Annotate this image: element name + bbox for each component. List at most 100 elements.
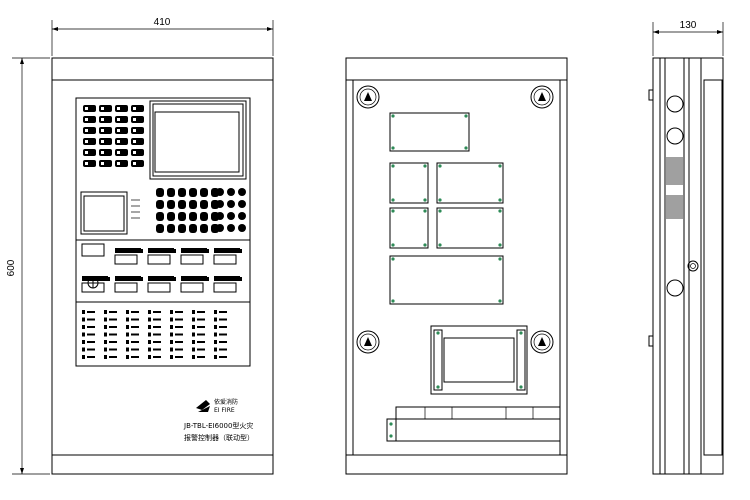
- function-key: [238, 188, 246, 196]
- zone-led: [82, 317, 85, 322]
- ground-screw-icon: [391, 299, 395, 303]
- indicator-button: [83, 127, 96, 134]
- indicator-button: [115, 127, 128, 134]
- indicator-button: [115, 138, 128, 145]
- function-key: [227, 224, 235, 232]
- ground-screw-icon: [423, 209, 427, 213]
- zone-led: [192, 325, 195, 329]
- ground-screw-icon: [423, 243, 427, 247]
- zone-led: [214, 325, 217, 329]
- indicator-button: [99, 116, 112, 123]
- zone-led: [82, 347, 85, 352]
- manual-control-section: [81, 248, 242, 293]
- zone-led: [148, 347, 151, 352]
- zone-led: [148, 332, 151, 337]
- ground-screw-icon: [438, 243, 442, 247]
- keypad-key: [178, 224, 186, 233]
- zone-led: [170, 317, 173, 322]
- indicator-button: [131, 149, 144, 156]
- ground-screw-icon: [498, 164, 502, 168]
- zone-led: [214, 347, 217, 352]
- keypad-key: [189, 212, 197, 221]
- side-depth-dimension: 130: [652, 20, 724, 56]
- section-label-box: [81, 243, 105, 257]
- indicator-button: [99, 127, 112, 134]
- manual-control-button: [180, 254, 204, 265]
- indicator-button: [83, 138, 96, 145]
- manual-control-button: [213, 282, 237, 293]
- indicator-button: [83, 160, 96, 167]
- ground-screw-icon: [498, 198, 502, 202]
- keypad-key: [167, 200, 175, 209]
- manual-control-button: [213, 254, 237, 265]
- zone-led: [170, 332, 173, 337]
- model-line-2: 报警控制器（联动型）: [184, 433, 254, 442]
- zone-led: [82, 340, 85, 344]
- rear-enclosure: [345, 57, 568, 475]
- ground-screw-icon: [498, 209, 502, 213]
- ground-screw-icon: [391, 164, 395, 168]
- ground-screw-icon: [464, 114, 468, 118]
- keypad-key: [178, 200, 186, 209]
- indicator-button: [115, 160, 128, 167]
- terminal-strip: [395, 418, 561, 442]
- function-key: [216, 212, 224, 220]
- function-key: [227, 200, 235, 208]
- keypad-key: [200, 188, 208, 197]
- function-key: [216, 200, 224, 208]
- model-line-1: JB-TBL-EI6000型火灾: [183, 421, 253, 430]
- zone-led: [214, 332, 217, 337]
- ground-screw-icon: [391, 209, 395, 213]
- zone-led: [214, 317, 217, 322]
- rear-plate-top: [389, 112, 470, 152]
- ground-screw-icon: [438, 198, 442, 202]
- indicator-button: [83, 105, 96, 112]
- keypad-key: [189, 200, 197, 209]
- zone-led: [170, 347, 173, 352]
- depth-dimension-label: 130: [680, 20, 697, 31]
- keypad-key: [167, 212, 175, 221]
- manual-control-button: [114, 254, 138, 265]
- zone-led: [126, 347, 129, 352]
- keypad: [156, 188, 246, 233]
- manual-control-button: [114, 282, 138, 293]
- function-key: [227, 212, 235, 220]
- lcd-screen-bezel: [149, 100, 247, 180]
- zone-led: [104, 355, 107, 359]
- zone-led: [82, 355, 85, 359]
- cable-knockout: [666, 95, 684, 113]
- ground-screw-icon: [389, 434, 393, 438]
- power-supply-module: [430, 325, 528, 395]
- rear-plate-left-2: [389, 207, 429, 249]
- manual-control-button: [147, 254, 171, 265]
- ground-screw-icon: [498, 243, 502, 247]
- zone-led: [170, 355, 173, 359]
- keypad-key: [156, 188, 164, 197]
- function-key: [238, 212, 246, 220]
- zone-led: [148, 340, 151, 344]
- keypad-key: [156, 200, 164, 209]
- function-key: [238, 200, 246, 208]
- manual-control-button: [147, 282, 171, 293]
- ground-screw-icon: [438, 209, 442, 213]
- zone-led: [148, 355, 151, 359]
- indicator-button: [131, 105, 144, 112]
- zone-led: [214, 355, 217, 359]
- ground-screw-icon: [423, 198, 427, 202]
- lcd-screen: [154, 111, 240, 173]
- zone-led: [126, 355, 129, 359]
- keypad-key: [156, 212, 164, 221]
- ground-screw-icon: [498, 299, 502, 303]
- keypad-key: [167, 224, 175, 233]
- zone-led: [126, 325, 129, 329]
- function-key: [238, 224, 246, 232]
- zone-led: [82, 325, 85, 329]
- zone-led: [126, 310, 129, 314]
- indicator-button: [99, 160, 112, 167]
- ground-screw-icon: [464, 146, 468, 150]
- zone-led: [192, 310, 195, 314]
- indicator-button: [83, 149, 96, 156]
- rear-plate-right-2: [436, 207, 504, 249]
- rear-plate-right-1: [436, 162, 504, 204]
